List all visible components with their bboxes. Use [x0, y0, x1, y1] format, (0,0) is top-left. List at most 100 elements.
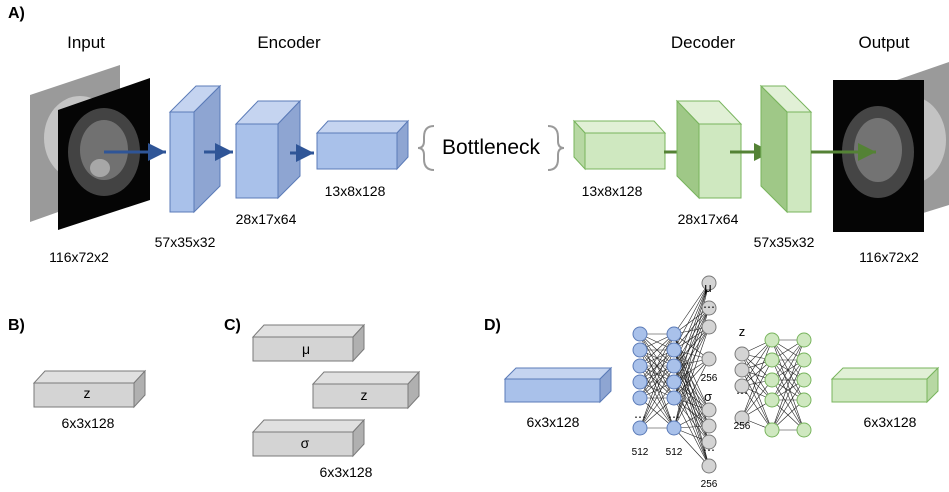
z-label: z	[739, 324, 746, 339]
decoder-label: Decoder	[671, 33, 736, 52]
nn-edge	[639, 349, 675, 399]
panel-d-right-box	[830, 366, 940, 404]
output-label: Output	[858, 33, 909, 52]
nn-node-green1	[764, 422, 780, 438]
nn-node-layer2	[666, 358, 682, 374]
panel-d-right-dims: 6x3x128	[864, 414, 917, 430]
sigma-label: σ	[704, 389, 712, 404]
panel-c-sigma: σ	[301, 435, 310, 451]
nn-node-green1	[764, 392, 780, 408]
nn-edge	[771, 379, 805, 431]
nn-node-sigma	[701, 434, 717, 450]
input-label: Input	[67, 33, 105, 52]
nn-edge	[673, 307, 710, 351]
nn-node-mu	[701, 351, 717, 367]
nn-edge	[771, 359, 805, 431]
panel-c-dims: 6x3x128	[320, 464, 373, 480]
z-count: 256	[734, 421, 751, 432]
nn-node-mu	[701, 300, 717, 316]
nn-node-green2	[796, 352, 812, 368]
bottleneck-brace-left	[417, 125, 435, 171]
mu-dots: ⋯	[703, 300, 715, 314]
nn-edge	[673, 282, 710, 351]
nn-edge	[639, 333, 675, 399]
nn-edge	[639, 365, 675, 399]
panel-b-label: B)	[8, 317, 25, 334]
nn-edge	[639, 333, 675, 367]
enc3-dims: 13x8x128	[325, 183, 386, 199]
nn-edge	[771, 339, 805, 381]
nn-edge	[673, 282, 710, 335]
nn-node-layer1	[632, 326, 648, 342]
nn-node-layer1	[632, 374, 648, 390]
bottleneck-brace-right	[547, 125, 565, 171]
panel-c-mu-box	[251, 323, 366, 363]
mu-label: μ	[704, 280, 712, 295]
nn-edge	[771, 359, 805, 401]
nn-edge	[741, 385, 773, 431]
nn-node-green1	[764, 372, 780, 388]
nn-node-sigma	[701, 458, 717, 474]
panel-c-mu: μ	[302, 341, 310, 357]
encoder-block-1	[168, 84, 222, 214]
layer2-dots: ⋯	[668, 410, 680, 424]
nn-node-layer2	[666, 374, 682, 390]
panel-c-z: z	[361, 387, 368, 403]
neural-network	[632, 275, 812, 474]
panel-b-z: z	[84, 385, 91, 401]
nn-edge	[673, 349, 710, 411]
nn-edge	[673, 397, 710, 467]
panel-c-z-box	[311, 370, 421, 410]
nn-node-green2	[796, 332, 812, 348]
nn-node-green2	[796, 392, 812, 408]
encoder-block-2	[234, 99, 302, 200]
layer1-count: 512	[632, 447, 649, 458]
encoder-block-3	[315, 119, 410, 171]
nn-edge	[741, 353, 773, 401]
bottleneck-label: Bottleneck	[442, 136, 541, 159]
panel-d-label: D)	[484, 317, 501, 334]
z-dots: ⋯	[736, 386, 748, 400]
enc1-dims: 57x35x32	[155, 234, 216, 250]
panel-c-sigma-box	[251, 418, 366, 458]
nn-node-layer1	[632, 358, 648, 374]
panel-a-label: A)	[8, 5, 25, 22]
nn-node-layer1	[632, 342, 648, 358]
nn-edge	[639, 397, 675, 429]
nn-node-green1	[764, 332, 780, 348]
nn-node-z	[734, 378, 750, 394]
nn-edge	[673, 358, 710, 429]
nn-node-mu	[701, 275, 717, 291]
nn-node-mu	[701, 319, 717, 335]
nn-edge	[771, 339, 805, 401]
nn-edge	[639, 333, 675, 383]
nn-edge	[673, 427, 710, 467]
dec2-dims: 28x17x64	[678, 211, 739, 227]
nn-edge	[639, 381, 675, 429]
dec1-dims: 13x8x128	[582, 183, 643, 199]
input-dims: 116x72x2	[49, 249, 109, 265]
dec3-dims: 57x35x32	[754, 234, 815, 250]
output-mri-image	[833, 62, 949, 232]
mu-count: 256	[701, 373, 718, 384]
input-mri-image	[30, 65, 150, 230]
nn-node-green1	[764, 352, 780, 368]
decoder-block-1	[572, 119, 667, 171]
layer1-dots: ⋯	[634, 410, 646, 424]
nn-edge	[741, 369, 773, 431]
nn-node-green2	[796, 422, 812, 438]
nn-node-layer1	[632, 420, 648, 436]
nn-edge	[741, 359, 773, 419]
output-dims: 116x72x2	[859, 249, 919, 265]
panel-b-dims: 6x3x128	[62, 415, 115, 431]
panel-b-box	[32, 369, 147, 409]
decoder-block-2	[675, 99, 743, 200]
nn-node-green2	[796, 372, 812, 388]
nn-edge	[673, 397, 710, 443]
decoder-block-3	[759, 84, 813, 214]
encoder-label: Encoder	[257, 33, 321, 52]
sigma-count: 256	[701, 479, 718, 490]
nn-edge	[741, 339, 773, 387]
nn-edge	[741, 379, 773, 419]
